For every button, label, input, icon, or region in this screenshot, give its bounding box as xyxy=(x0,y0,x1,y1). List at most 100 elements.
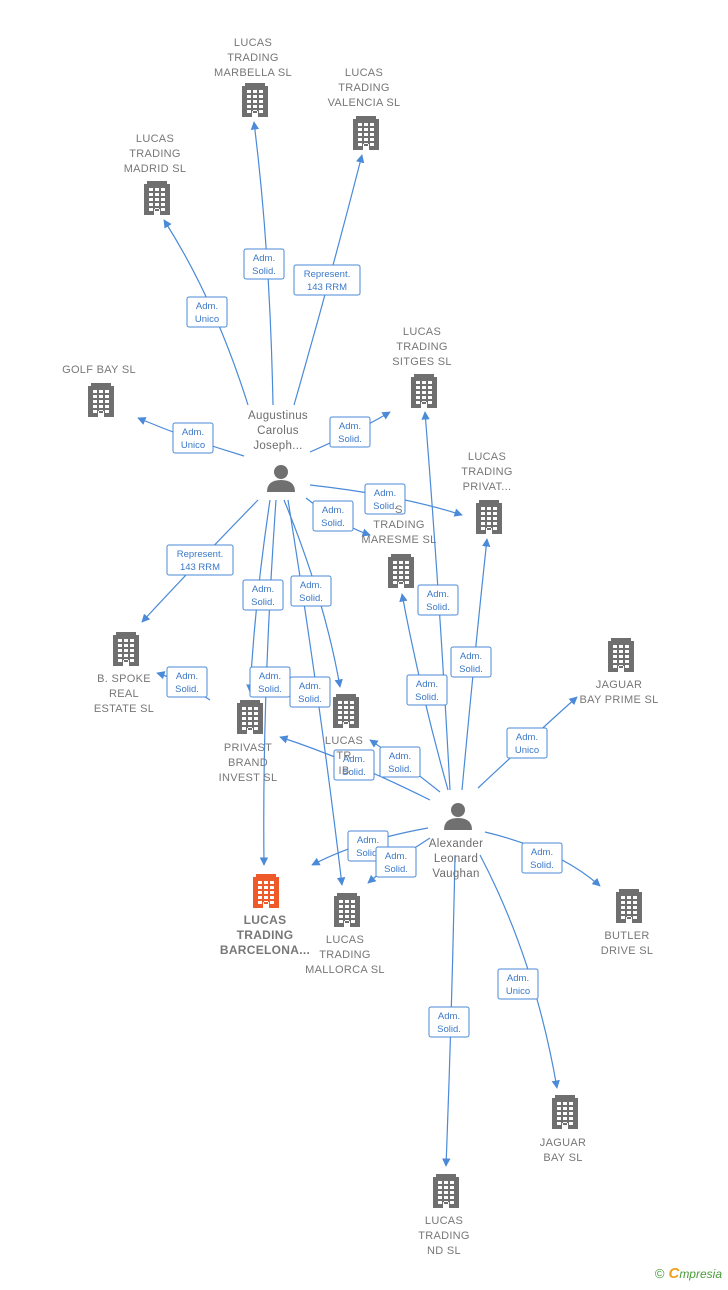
edge-label-line: Represent. xyxy=(177,549,223,560)
edge-label-augustinus-to-lucas_valencia[interactable]: Represent.143 RRM xyxy=(293,264,361,296)
edge-label-box xyxy=(379,746,421,778)
node-label-line: BAY SL xyxy=(543,1152,582,1164)
edge-label-augustinus-to-privast[interactable]: Adm.Solid. xyxy=(249,666,291,698)
node-label-line: MARBELLA SL xyxy=(214,67,292,79)
edge-label-box xyxy=(364,483,406,515)
edge-label-box xyxy=(375,846,417,878)
node-label-line: TRADING xyxy=(237,928,294,942)
node-label-line: ND SL xyxy=(427,1245,461,1257)
building-icon xyxy=(334,893,360,927)
edge-label-line: Adm. xyxy=(176,671,198,682)
edge-label-line: Adm. xyxy=(299,681,321,692)
edge-label-b_spoke-to-privast[interactable]: Adm.Solid. xyxy=(166,666,208,698)
person-icon xyxy=(444,803,472,830)
node-label-line: LUCAS xyxy=(234,37,272,49)
node-butler-drive[interactable]: BUTLER DRIVE SL xyxy=(601,889,654,957)
edge-label-line: Solid. xyxy=(388,764,412,775)
node-label-line: DRIVE SL xyxy=(601,945,654,957)
edge-label-augustinus-to-lucas_sitges[interactable]: Adm.Solid. xyxy=(329,416,371,448)
brand-logo-text: mpresia xyxy=(679,1267,722,1281)
building-icon xyxy=(616,889,642,923)
edge-label-line: Solid. xyxy=(373,501,397,512)
edge-label-box xyxy=(186,296,228,328)
edge-label-box xyxy=(329,416,371,448)
edge-label-augustinus-to-golf_bay[interactable]: Adm.Unico xyxy=(172,422,214,454)
node-label-line: IB xyxy=(339,765,350,777)
edge-label-box xyxy=(289,676,331,708)
edge-label-alexander-to-lucas_nd[interactable]: Adm.Solid. xyxy=(428,1006,470,1038)
edge-label-line: Adm. xyxy=(343,754,365,765)
edge-label-alexander-to-lucas_privat[interactable]: Adm.Solid. xyxy=(450,646,492,678)
edge-label-box xyxy=(428,1006,470,1038)
node-label-line: LUCAS xyxy=(136,133,174,145)
edge-label-augustinus-to-lucas_madrid[interactable]: Adm.Unico xyxy=(186,296,228,328)
building-icon xyxy=(353,116,379,150)
building-icon xyxy=(144,181,170,215)
edge-label-line: Adm. xyxy=(385,851,407,862)
edge-label-augustinus-to-lucas_maresme[interactable]: Adm.Solid. xyxy=(312,500,354,532)
edge-label-box xyxy=(417,584,459,616)
node-label-line: TRADING xyxy=(227,52,279,64)
edge-label-line: Adm. xyxy=(196,301,218,312)
edge-label-alexander-to-lucas_ibiza[interactable]: Adm.Solid. xyxy=(379,746,421,778)
edge-label-alexander-to-privast[interactable]: Adm.Solid. xyxy=(333,749,375,781)
edge-labels-layer: Adm.Solid.Represent.143 RRMAdm.UnicoAdm.… xyxy=(166,248,563,1038)
edge-label-augustinus-to-lucas_marbella[interactable]: Adm.Solid. xyxy=(243,248,285,280)
building-icon xyxy=(433,1174,459,1208)
edge-label-augustinus-to-lucas_ibiza[interactable]: Adm.Solid. xyxy=(290,575,332,607)
edge-label-augustinus-to-b_spoke[interactable]: Represent.143 RRM xyxy=(166,544,234,576)
node-label-line: LUCAS xyxy=(468,451,506,463)
node-label-line: MADRID SL xyxy=(124,163,187,175)
edge-label-alexander-to-lucas_sitges[interactable]: Adm.Solid. xyxy=(417,584,459,616)
edge-label-box xyxy=(243,248,285,280)
edge-label-line: Unico xyxy=(506,986,530,997)
node-lucas-barcelona[interactable]: LUCASTRADINGBARCELONA... xyxy=(220,874,310,957)
node-lucas-marbella[interactable]: LUCAS TRADING MARBELLA SL xyxy=(214,37,292,117)
edge-label-line: Adm. xyxy=(259,671,281,682)
node-label-line: VALENCIA SL xyxy=(328,97,401,109)
node-label-line: Carolus xyxy=(257,425,299,437)
edge-label-augustinus-to-lucas_privat[interactable]: Adm.Solid. xyxy=(364,483,406,515)
building-icon xyxy=(242,83,268,117)
node-augustinus[interactable]: AugustinusCarolusJoseph... xyxy=(248,410,308,492)
edge-label-alexander-to-butler_drive[interactable]: Adm.Solid. xyxy=(521,842,563,874)
edge-label-line: Solid. xyxy=(338,434,362,445)
node-label-line: Augustinus xyxy=(248,410,308,422)
node-lucas-privat[interactable]: LUCASTRADINGPRIVAT... xyxy=(461,451,513,534)
footer-brand: © Cmpresia xyxy=(655,1265,722,1282)
node-label-line: Vaughan xyxy=(432,868,479,880)
node-golf-bay[interactable]: GOLF BAY SL xyxy=(62,364,136,417)
edge-label-alexander-to-lucas_mallorca[interactable]: Adm.Solid. xyxy=(375,846,417,878)
edge-label-box xyxy=(312,500,354,532)
edge-label-line: Solid. xyxy=(415,692,439,703)
edge-label-line: Adm. xyxy=(182,427,204,438)
node-label-line: Joseph... xyxy=(253,440,302,452)
building-icon xyxy=(552,1095,578,1129)
node-label-line: MALLORCA SL xyxy=(305,964,385,976)
node-label-line: MARESME SL xyxy=(361,534,436,546)
edge-label-line: Solid. xyxy=(252,266,276,277)
edge-label-line: Adm. xyxy=(322,505,344,516)
edge-label-alexander-to-lucas_maresme[interactable]: Adm.Solid. xyxy=(406,674,448,706)
edge-label-line: Adm. xyxy=(516,732,538,743)
edge-label-augustinus-to-lucas_mallorca[interactable]: Adm.Solid. xyxy=(289,676,331,708)
edge-label-augustinus-to-lucas_barcelona[interactable]: Adm.Solid. xyxy=(242,579,284,611)
node-label-line: TRADING xyxy=(461,466,513,478)
node-label-line: BUTLER xyxy=(604,930,649,942)
edge-label-alexander-to-jaguar_bay_prime[interactable]: Adm.Unico xyxy=(506,727,548,759)
building-icon xyxy=(88,383,114,417)
edge-label-alexander-to-jaguar_bay[interactable]: Adm.Unico xyxy=(497,968,539,1000)
